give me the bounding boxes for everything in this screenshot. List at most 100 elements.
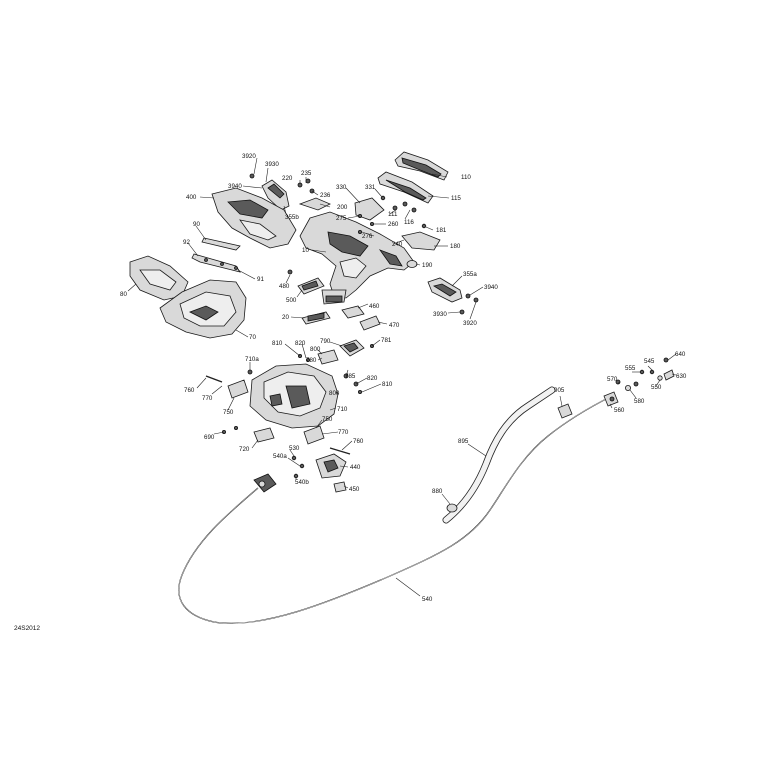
callout-460: 460 bbox=[369, 303, 380, 310]
callout-10: 10 bbox=[302, 247, 309, 254]
callout-780: 780 bbox=[306, 357, 317, 364]
callout-690: 690 bbox=[204, 434, 215, 441]
part-3920-3930-grip-left bbox=[249, 173, 290, 211]
part-905-fitting bbox=[557, 403, 573, 419]
part-80-panel bbox=[129, 255, 189, 301]
part-545-555-550-bolts bbox=[639, 369, 663, 381]
callout-820-upper: 820 bbox=[295, 340, 306, 347]
callout-110: 110 bbox=[461, 174, 471, 181]
part-720-sleeve bbox=[253, 427, 275, 443]
callout-820-lower: 820 bbox=[367, 375, 378, 382]
callout-470: 470 bbox=[389, 322, 400, 329]
part-92-bracket bbox=[191, 253, 241, 273]
part-331-bolt bbox=[380, 195, 386, 201]
callout-630: 630 bbox=[676, 373, 687, 380]
callout-3930-upper: 3930 bbox=[265, 161, 279, 168]
callout-500: 500 bbox=[286, 297, 297, 304]
callout-640: 640 bbox=[675, 351, 686, 358]
callout-80: 80 bbox=[120, 291, 127, 298]
callout-90: 90 bbox=[193, 221, 200, 228]
callout-905: 905 bbox=[554, 387, 565, 394]
callout-770-left: 770 bbox=[202, 395, 213, 402]
callout-450: 450 bbox=[349, 486, 360, 493]
callout-20: 20 bbox=[282, 314, 289, 321]
callout-810-lower: 810 bbox=[382, 381, 393, 388]
part-560-fitting bbox=[603, 391, 619, 407]
callout-3920-upper: 3920 bbox=[242, 153, 256, 160]
diagram-reference-code: 24S2012 bbox=[14, 625, 41, 632]
callout-355b: 355b bbox=[285, 214, 299, 221]
callout-895: 895 bbox=[458, 438, 469, 445]
callout-116: 116 bbox=[404, 219, 414, 226]
part-111-screw bbox=[392, 201, 417, 213]
callout-260: 260 bbox=[388, 221, 399, 228]
part-10-handlebar-frame bbox=[299, 211, 415, 305]
part-276-bolt bbox=[357, 229, 362, 234]
part-355a-grip-right bbox=[427, 277, 463, 303]
callout-790: 790 bbox=[320, 338, 331, 345]
part-540-cable bbox=[178, 395, 613, 624]
callout-355a: 355a bbox=[463, 271, 477, 278]
part-480-nut bbox=[287, 269, 293, 275]
callout-545: 545 bbox=[644, 358, 655, 365]
part-470-bushing bbox=[359, 315, 381, 331]
part-530-540a-hardware bbox=[291, 455, 305, 479]
part-440-bracket bbox=[315, 453, 347, 479]
callout-480: 480 bbox=[279, 283, 290, 290]
part-260-bolt bbox=[369, 221, 374, 226]
callout-800-upper: 800 bbox=[310, 346, 321, 353]
callout-880: 880 bbox=[432, 488, 443, 495]
callout-540: 540 bbox=[422, 596, 433, 603]
part-630-640-parts bbox=[663, 357, 675, 381]
part-110-cover bbox=[394, 151, 449, 181]
part-880-clamp bbox=[446, 503, 458, 513]
callout-331: 331 bbox=[365, 184, 376, 191]
callout-240: 240 bbox=[392, 241, 403, 248]
callout-760-left: 760 bbox=[184, 387, 195, 394]
part-90-bracket bbox=[201, 237, 241, 251]
callout-190: 190 bbox=[422, 262, 433, 269]
callout-70: 70 bbox=[249, 334, 256, 341]
part-760-rod-left bbox=[205, 375, 223, 383]
callout-3920-lower: 3920 bbox=[463, 320, 477, 327]
callout-760-right: 760 bbox=[353, 438, 364, 445]
callout-540a: 540a bbox=[273, 453, 287, 460]
callout-3940-upper: 3940 bbox=[228, 183, 242, 190]
callout-720: 720 bbox=[239, 446, 250, 453]
callout-180: 180 bbox=[450, 243, 461, 250]
part-710a-fastener bbox=[247, 369, 253, 375]
part-180-cover bbox=[401, 231, 441, 251]
callout-555: 555 bbox=[625, 365, 636, 372]
callout-785: 785 bbox=[345, 373, 356, 380]
callout-91: 91 bbox=[257, 276, 264, 283]
part-570-580-washers bbox=[615, 379, 639, 391]
part-500-clamp bbox=[297, 277, 325, 295]
callout-770-right: 770 bbox=[338, 429, 349, 436]
part-750-sleeve-left bbox=[227, 379, 249, 399]
callout-540b: 540b bbox=[295, 479, 309, 486]
callout-810-upper: 810 bbox=[272, 340, 283, 347]
callout-580: 580 bbox=[634, 398, 645, 405]
callout-400: 400 bbox=[186, 194, 197, 201]
part-190-endcap bbox=[406, 260, 418, 268]
part-895-tube bbox=[442, 386, 556, 524]
callout-200: 200 bbox=[337, 204, 348, 211]
callout-181: 181 bbox=[436, 227, 447, 234]
part-710-base bbox=[249, 363, 339, 429]
part-20-plate bbox=[301, 311, 331, 325]
part-540b-cable-end bbox=[253, 473, 277, 493]
callout-276: 276 bbox=[362, 233, 373, 240]
callout-550: 550 bbox=[651, 384, 662, 391]
part-450-nut bbox=[333, 481, 347, 493]
part-800-switch bbox=[317, 349, 339, 365]
part-181-screw bbox=[421, 223, 427, 229]
callout-220: 220 bbox=[282, 175, 293, 182]
callout-3940-lower: 3940 bbox=[484, 284, 498, 291]
part-400-left-cover bbox=[211, 187, 297, 249]
callout-800-lower: 800 bbox=[329, 390, 340, 397]
callout-115: 115 bbox=[451, 195, 461, 202]
part-790-module bbox=[339, 339, 365, 357]
part-115-trim bbox=[377, 171, 434, 204]
callout-570: 570 bbox=[607, 376, 618, 383]
